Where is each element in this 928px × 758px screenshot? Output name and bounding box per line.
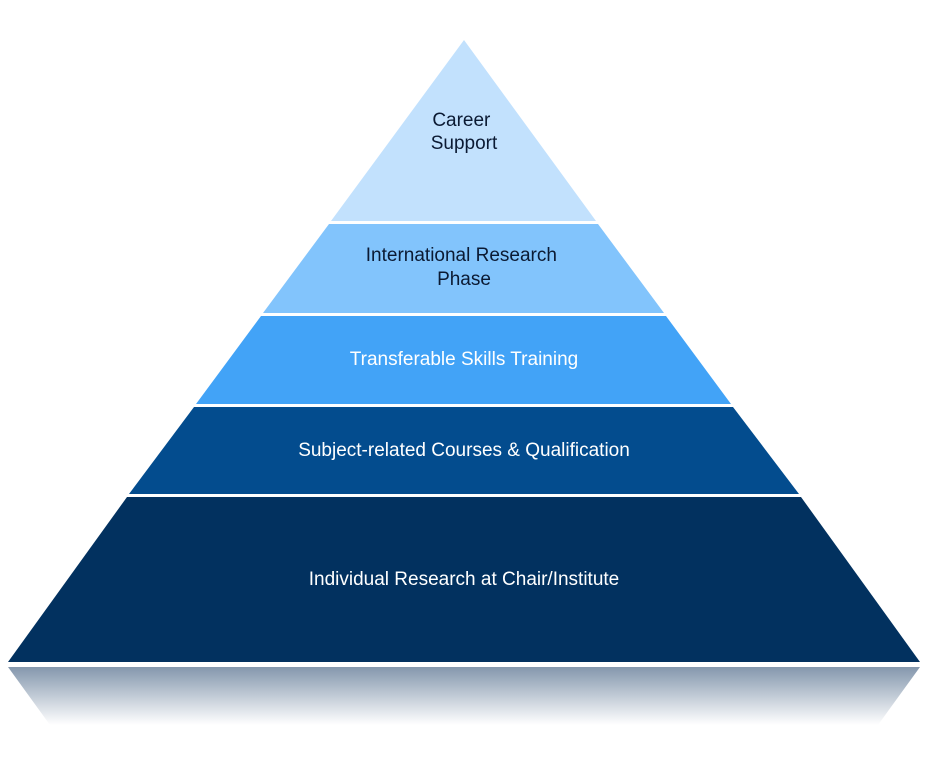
tier-transferable-skills	[196, 316, 731, 404]
tier-subject-related-courses	[129, 407, 799, 494]
tier-individual-research	[8, 497, 920, 662]
tier-career-support	[331, 40, 596, 221]
tier-subject-related-courses-line-1: Subject-related Courses & Qualification	[298, 440, 630, 461]
tier-international-research-phase-label: International Research Phase	[366, 245, 562, 290]
tier-transferable-skills-line-1: Transferable Skills Training	[350, 349, 578, 370]
tier-subject-related-courses-label: Subject-related Courses & Qualification	[298, 440, 630, 461]
tier-individual-research-line-1: Individual Research at Chair/Institute	[309, 569, 620, 590]
tier-international-research-phase-line-2: Phase	[437, 269, 491, 290]
tier-international-research-phase-line-1: International Research	[366, 245, 557, 266]
tier-international-research-phase	[263, 224, 664, 313]
tier-transferable-skills-label: Transferable Skills Training	[350, 349, 578, 370]
tier-career-support-line-1: Career	[432, 110, 491, 131]
tier-career-support-line-2: Support	[431, 133, 498, 154]
tier-career-support-label: Career Support	[431, 110, 498, 154]
pyramid-reflection	[8, 667, 920, 725]
tier-individual-research-label: Individual Research at Chair/Institute	[309, 569, 620, 590]
